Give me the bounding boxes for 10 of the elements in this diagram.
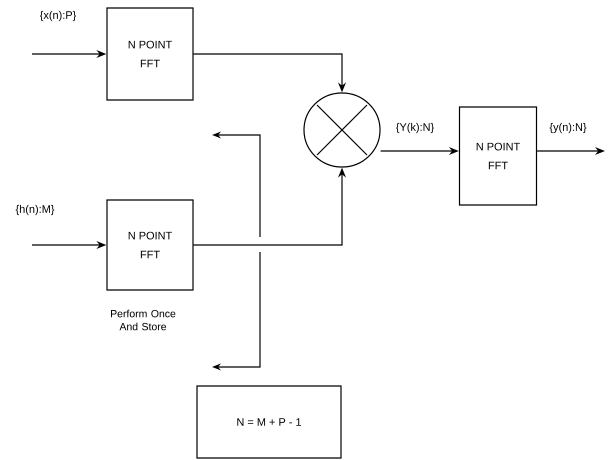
edge-label: {Y(k):N} — [394, 122, 436, 134]
process-box: N POINT FFT — [106, 7, 194, 101]
process-box: N POINT FFT — [458, 106, 538, 206]
edge-label: {y(n):N} — [548, 122, 588, 134]
process-box: N = M + P - 1 — [196, 385, 342, 459]
process-box: N POINT FFT — [106, 199, 194, 291]
edge-label: {x(n):P} — [38, 10, 78, 22]
edge-label: {h(n):M} — [14, 204, 56, 216]
note-text: Perform Once And Store — [111, 310, 176, 330]
multiplier-symbol — [303, 92, 381, 168]
